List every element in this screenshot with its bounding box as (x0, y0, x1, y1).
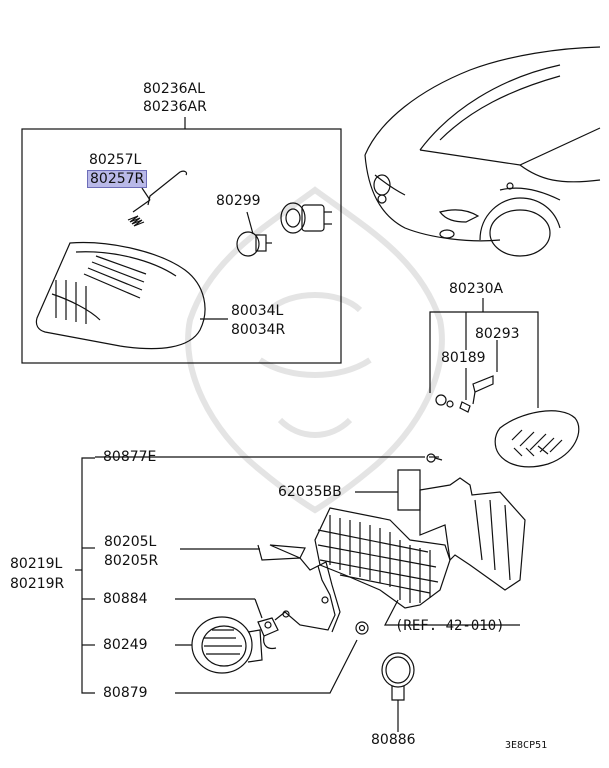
label-80877e: 80877E (103, 449, 157, 465)
side-lamp-leaders (429, 298, 539, 408)
label-80230a: 80230A (449, 281, 504, 297)
label-80884: 80884 (103, 591, 148, 607)
label-62035bb: 62035BB (278, 484, 342, 500)
label-80249: 80249 (103, 637, 148, 653)
label-80293: 80293 (475, 326, 520, 342)
car-outline-drawing (364, 46, 601, 257)
label-80189: 80189 (441, 350, 486, 366)
nut-drawing (355, 621, 369, 635)
side-lamp-socket-drawing (435, 375, 494, 413)
ref-leader (384, 599, 520, 626)
label-80219r: 80219R (10, 576, 65, 592)
fog-stay-drawing (257, 544, 341, 633)
bulb-drawing (236, 211, 272, 257)
label-80236ar: 80236AR (143, 99, 207, 115)
spring-drawing (127, 170, 188, 227)
band-drawing (381, 652, 415, 732)
label-80236al: 80236AL (143, 81, 205, 97)
clip-drawing (257, 617, 279, 650)
label-80205l: 80205L (104, 534, 157, 550)
watermark-emblem (185, 186, 445, 514)
label-80299: 80299 (216, 193, 261, 209)
socket-drawing (280, 202, 332, 234)
ref-label: (REF. 42-010) (395, 618, 505, 634)
leader-80879 (175, 639, 358, 694)
label-80219l: 80219L (10, 556, 63, 572)
fog-lamp-drawing (191, 616, 263, 674)
label-80257l: 80257L (89, 152, 142, 168)
label-80034l: 80034L (231, 303, 284, 319)
bracket-80219 (81, 457, 95, 694)
lamp-group-box (21, 128, 342, 364)
label-80879: 80879 (103, 685, 148, 701)
diagram-code: 3E8CP51 (505, 740, 548, 751)
label-80205r: 80205R (104, 553, 159, 569)
label-80886: 80886 (371, 732, 416, 748)
side-marker-lamp-drawing (494, 410, 580, 468)
front-lamp-lens-drawing (35, 241, 228, 350)
label-80034r: 80034R (231, 322, 286, 338)
label-80257r-highlighted[interactable]: 80257R (87, 170, 148, 188)
screw-drawing (426, 453, 443, 463)
